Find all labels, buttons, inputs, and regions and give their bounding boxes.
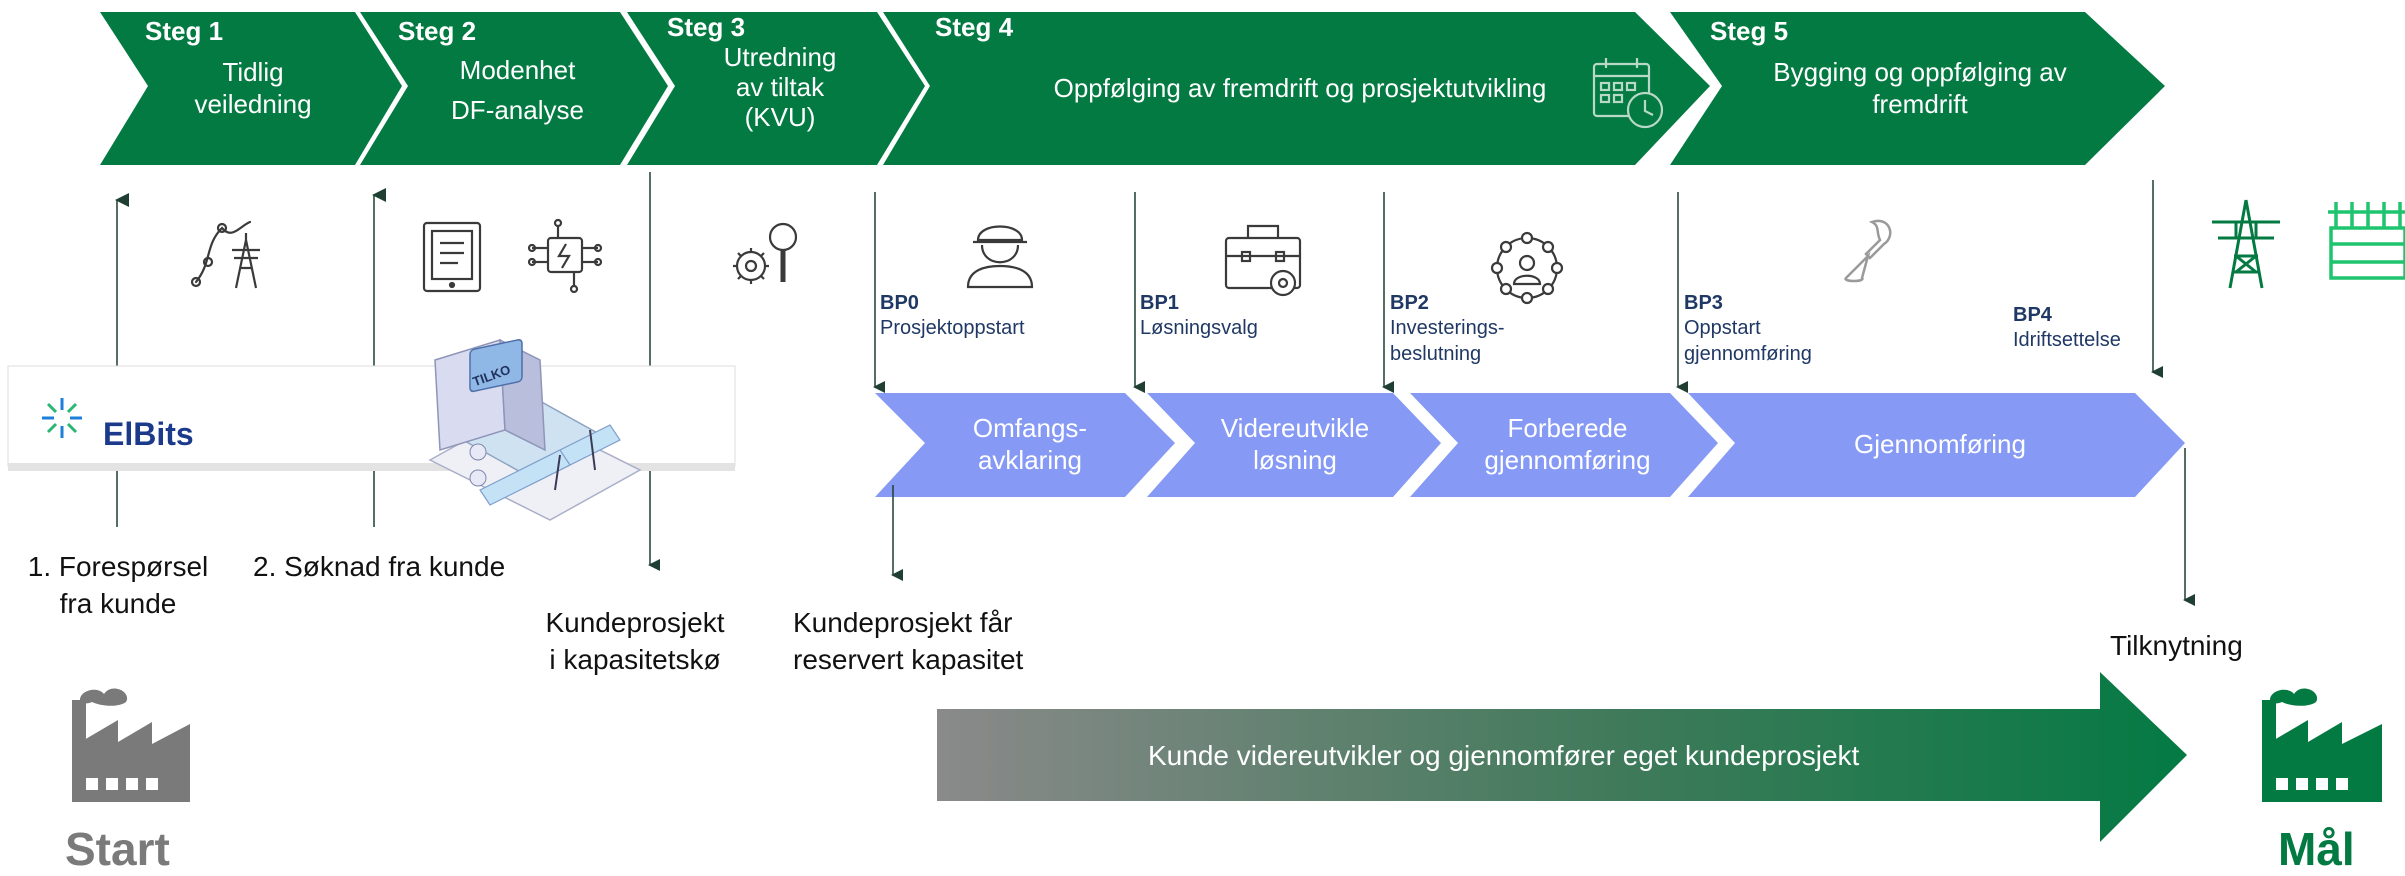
step-2-chevron xyxy=(360,12,668,165)
step-4-chevron xyxy=(883,12,1710,165)
substation-icon xyxy=(2328,202,2405,280)
phase-4-chevron xyxy=(1688,393,2185,497)
elbits-logo-icon xyxy=(42,398,82,438)
bp0-label: BP0 Prosjektoppstart xyxy=(880,292,1025,339)
step-4-text: Oppfølging av fremdrift og prosjektutvik… xyxy=(1053,73,1547,103)
phase-1-chevron xyxy=(875,393,1175,497)
worker-icon xyxy=(966,225,1034,289)
transmission-tower-icon xyxy=(2212,199,2280,289)
bottom-arrow-text: Kunde videreutvikler og gjennomfører ege… xyxy=(1148,740,1860,771)
power-line-icon xyxy=(190,220,252,288)
document-icon xyxy=(422,221,482,293)
circuit-icon xyxy=(527,218,603,294)
calendar-clock-icon xyxy=(1592,58,1664,129)
gear-search-icon xyxy=(733,222,798,284)
pylon-icon xyxy=(232,233,260,289)
step-3-chevron xyxy=(627,12,925,165)
phase-1-text: Omfangs-avklaring xyxy=(972,413,1088,475)
step-2-title: Steg 2 xyxy=(398,16,477,46)
wrench-icon xyxy=(1844,219,1892,283)
step-1-title: Steg 1 xyxy=(145,16,224,46)
bp4-label: BP4 Idriftsettelse xyxy=(2013,304,2121,351)
elbits-brand: ElBits xyxy=(103,416,194,452)
tilko-illustration xyxy=(428,338,642,521)
goal-label: Mål xyxy=(2278,823,2355,875)
phase-4-text: Gjennomføring xyxy=(1854,429,2026,459)
toolbox-icon xyxy=(1224,224,1302,297)
bottom-progress-arrow xyxy=(937,672,2187,842)
start-label: Start xyxy=(65,823,170,875)
step-5-chevron xyxy=(1670,12,2165,165)
step-4-title: Steg 4 xyxy=(935,12,1014,42)
phase-2-chevron xyxy=(1147,393,1441,497)
step-3-title: Steg 3 xyxy=(667,12,746,42)
team-network-icon xyxy=(1490,231,1564,305)
factory-start-icon xyxy=(72,688,190,802)
elbits-banner xyxy=(7,365,736,467)
application-caption: 2. Søknad fra kunde xyxy=(253,551,506,582)
phase-3-chevron xyxy=(1410,393,1718,497)
bp1-label: BP1 Løsningsvalg xyxy=(1140,292,1258,339)
bp3-label: BP3 Oppstart gjennomføring xyxy=(1684,292,1812,365)
step-5-title: Steg 5 xyxy=(1710,16,1789,46)
connection-caption: Tilknytning xyxy=(2110,630,2243,661)
step-1-chevron xyxy=(100,12,402,165)
bp2-label: BP2 Investerings- beslutning xyxy=(1390,292,1505,365)
factory-goal-icon xyxy=(2262,688,2382,802)
